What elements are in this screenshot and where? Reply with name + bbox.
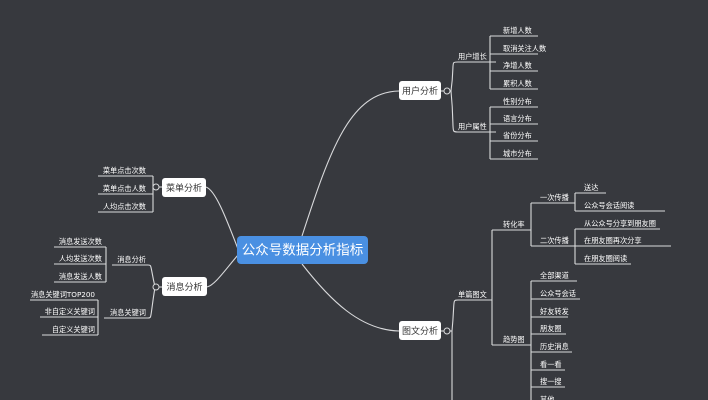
leaf-label[interactable]: 在朋友圈再次分享: [584, 236, 642, 245]
leaf-label[interactable]: 消息关键词TOP200: [31, 290, 95, 299]
leaf-label[interactable]: 消息发送人数: [59, 272, 102, 281]
node-article-analysis-label: 图文分析: [402, 325, 438, 337]
user-analysis-subtree: 用户增长 用户属性 新增人数 取消关注人数 净增人数 累积人数 性别分布 语言分…: [458, 26, 546, 158]
leaf-label[interactable]: 公众号会话: [540, 289, 576, 298]
branch-label[interactable]: 趋势图: [503, 335, 525, 344]
leaf-label[interactable]: 性别分布: [503, 97, 532, 106]
branch-label[interactable]: 转化率: [503, 220, 525, 229]
leaf-label[interactable]: 消息发送次数: [59, 237, 102, 246]
leaf-label[interactable]: 菜单点击次数: [103, 166, 146, 175]
node-user-analysis-label: 用户分析: [402, 85, 438, 97]
root-label: 公众号数据分析指标: [242, 243, 364, 259]
node-article-analysis[interactable]: 图文分析: [399, 321, 441, 340]
leaf-label[interactable]: 全部渠道: [540, 271, 569, 280]
leaf-label[interactable]: 净增人数: [503, 61, 532, 70]
branch-label[interactable]: 用户增长: [458, 52, 487, 61]
branch-label[interactable]: 消息分析: [117, 255, 146, 264]
leaf-label[interactable]: 城市分布: [503, 149, 532, 158]
leaf-label[interactable]: 搜一搜: [540, 377, 562, 386]
leaf-label[interactable]: 自定义关键词: [52, 325, 95, 334]
node-user-analysis[interactable]: 用户分析: [399, 81, 441, 100]
leaf-label[interactable]: 其他: [540, 395, 554, 400]
leaf-label[interactable]: 非自定义关键词: [45, 307, 95, 316]
menu-analysis-subtree: 菜单点击次数 菜单点击人数 人均点击次数: [103, 166, 146, 211]
branch-label[interactable]: 消息关键词: [110, 308, 146, 317]
branch-label[interactable]: 用户属性: [458, 122, 487, 131]
leaf-label[interactable]: 在朋友圈阅读: [584, 254, 627, 263]
collapse-toggle-message[interactable]: [152, 283, 160, 291]
node-message-analysis-label: 消息分析: [166, 281, 202, 293]
leaf-label[interactable]: 新增人数: [503, 26, 532, 35]
node-menu-analysis-label: 菜单分析: [166, 182, 202, 194]
branch-label[interactable]: 单篇图文: [458, 290, 487, 299]
leaf-label[interactable]: 历史消息: [540, 342, 569, 351]
leaf-label[interactable]: 人均发送次数: [59, 254, 102, 263]
leaf-label[interactable]: 公众号会话阅读: [584, 201, 634, 210]
leaf-label[interactable]: 语言分布: [503, 114, 532, 123]
root-node[interactable]: 公众号数据分析指标: [237, 236, 368, 264]
leaf-label[interactable]: 人均点击次数: [103, 202, 146, 211]
message-analysis-subtree: 消息分析 消息关键词 消息发送次数 人均发送次数 消息发送人数 消息关键词TOP…: [31, 237, 146, 334]
leaf-label[interactable]: 累积人数: [503, 79, 532, 88]
branch-label[interactable]: 一次传播: [540, 193, 569, 202]
node-message-analysis[interactable]: 消息分析: [162, 277, 207, 296]
collapse-toggle-article[interactable]: [443, 327, 451, 335]
node-menu-analysis[interactable]: 菜单分析: [162, 178, 206, 197]
article-analysis-subtree: 单篇图文 转化率 趋势图 一次传播 二次传播 送达 公众号会话阅读 从公众号分享…: [458, 183, 656, 400]
leaf-label[interactable]: 朋友圈: [540, 324, 562, 333]
collapse-dots: [152, 87, 451, 335]
leaf-label[interactable]: 取消关注人数: [503, 44, 546, 53]
leaf-label[interactable]: 送达: [584, 183, 598, 192]
collapse-toggle-menu[interactable]: [152, 183, 160, 191]
leaf-label[interactable]: 看一看: [540, 360, 562, 369]
leaf-label[interactable]: 省份分布: [503, 131, 532, 140]
collapse-toggle-user[interactable]: [443, 87, 451, 95]
connector-lines: [30, 35, 671, 400]
branch-label[interactable]: 二次传播: [540, 236, 569, 245]
leaf-label[interactable]: 菜单点击人数: [103, 184, 146, 193]
leaf-label[interactable]: 好友转发: [540, 307, 569, 316]
leaf-label[interactable]: 从公众号分享到朋友圈: [584, 219, 656, 228]
